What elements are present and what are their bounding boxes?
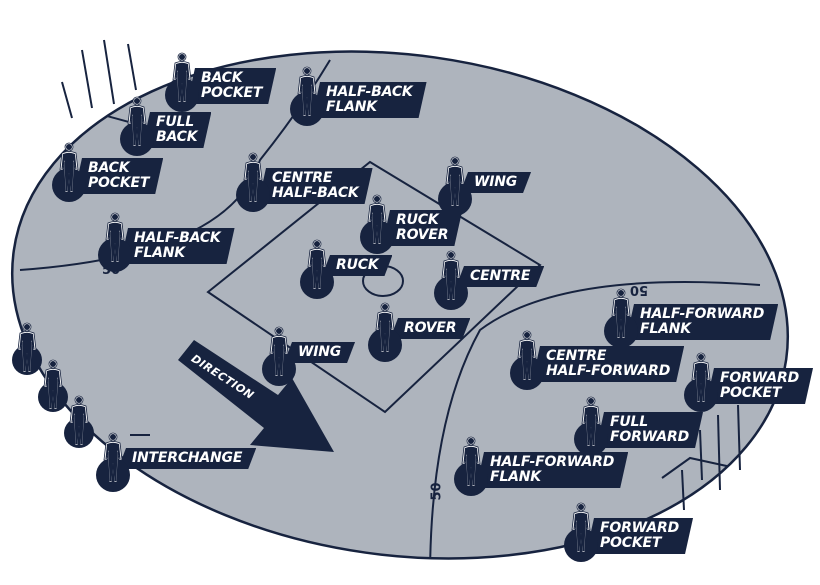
- position-label: RUCK: [322, 255, 392, 276]
- position-label-line: FORWARD: [600, 520, 680, 536]
- player-silhouette-icon: [101, 432, 125, 488]
- position-label-line: RUCK: [336, 257, 379, 273]
- position-label-line: CENTRE: [272, 170, 333, 186]
- fifty-label-bottom: 50: [429, 482, 445, 501]
- position-label-line: FLANK: [326, 99, 377, 115]
- position-label: CENTRE: [456, 266, 544, 287]
- player-silhouette-icon: [103, 212, 127, 268]
- position-label: WING: [460, 172, 531, 193]
- player-silhouette-icon: [373, 302, 397, 358]
- player-silhouette-icon: [241, 152, 265, 208]
- right-goal-posts: [681, 404, 741, 511]
- forward-50-arc: [429, 281, 761, 581]
- position-label-line: HALF-BACK: [134, 230, 221, 246]
- position-label: WING: [284, 342, 355, 363]
- player-silhouette-icon: [439, 250, 463, 306]
- player-silhouette-icon: [609, 288, 633, 344]
- position-label-line: CENTRE: [546, 348, 607, 364]
- player-silhouette-icon: [689, 352, 713, 408]
- player-silhouette-icon: [267, 326, 291, 382]
- player-silhouette-icon: [459, 436, 483, 492]
- position-label-line: POCKET: [720, 385, 782, 401]
- position-label-line: ROVER: [396, 227, 449, 243]
- position-label-line: RUCK: [396, 212, 439, 228]
- position-label-line: FLANK: [640, 321, 691, 337]
- position-label-line: ROVER: [404, 320, 457, 336]
- position-label-line: WING: [474, 174, 518, 190]
- position-label-line: INTERCHANGE: [132, 450, 243, 466]
- player-silhouette-icon: [295, 66, 319, 122]
- position-label-line: HALF-FORWARD: [640, 306, 765, 322]
- bench-player-silhouette-icon: [15, 322, 39, 378]
- position-label-line: BACK: [88, 160, 130, 176]
- position-label-line: POCKET: [88, 175, 150, 191]
- bench-player-silhouette-icon: [41, 359, 65, 415]
- position-label-line: FORWARD: [720, 370, 800, 386]
- position-label-line: HALF-FORWARD: [490, 454, 615, 470]
- player-silhouette-icon: [569, 502, 593, 558]
- player-silhouette-icon: [365, 194, 389, 250]
- player-silhouette-icon: [125, 96, 149, 152]
- position-label-line: BACK: [156, 129, 198, 145]
- player-silhouette-icon: [57, 142, 81, 198]
- position-label-line: HALF-BACK: [326, 84, 413, 100]
- player-silhouette-icon: [305, 239, 329, 295]
- bench-player-silhouette-icon: [67, 395, 91, 451]
- left-goal-posts: [61, 39, 137, 119]
- position-label-line: POCKET: [600, 535, 662, 551]
- position-label-line: FORWARD: [610, 429, 690, 445]
- player-silhouette-icon: [170, 52, 194, 108]
- player-silhouette-icon: [579, 396, 603, 452]
- position-label-line: WING: [298, 344, 342, 360]
- position-label: INTERCHANGE: [118, 448, 256, 469]
- position-label-line: FULL: [610, 414, 648, 430]
- position-label-line: BACK: [201, 70, 243, 86]
- position-label-line: HALF-FORWARD: [546, 363, 671, 379]
- position-label-line: POCKET: [201, 85, 263, 101]
- direction-arrow: [178, 340, 334, 452]
- player-silhouette-icon: [443, 156, 467, 212]
- position-label-line: HALF-BACK: [272, 185, 359, 201]
- position-label-line: FULL: [156, 114, 194, 130]
- position-label-line: FLANK: [490, 469, 541, 485]
- player-silhouette-icon: [515, 330, 539, 386]
- centre-square: [206, 160, 542, 414]
- position-label-line: FLANK: [134, 245, 185, 261]
- position-label: ROVER: [390, 318, 470, 339]
- position-label-line: CENTRE: [470, 268, 531, 284]
